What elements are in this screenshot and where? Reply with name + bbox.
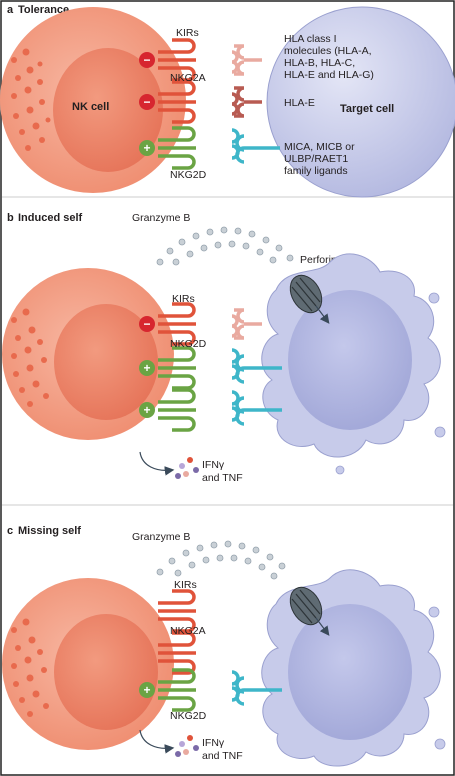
ligand-label-line: MICA, MICB or bbox=[284, 141, 355, 153]
inhibitory-signal-icon bbox=[139, 316, 155, 332]
nk-cell-label: NK cell bbox=[72, 101, 109, 113]
nkg2d-label: NKG2D bbox=[170, 338, 207, 350]
ligand-label-line: HLA class I bbox=[284, 33, 337, 45]
nk-granules bbox=[11, 48, 51, 151]
panel-b-letter: b bbox=[7, 212, 14, 224]
cytokine-label: and TNF bbox=[202, 750, 243, 762]
nkg2a-receptor bbox=[158, 80, 196, 124]
target-nucleus bbox=[288, 604, 412, 740]
nkg2d-ligand bbox=[231, 128, 280, 164]
panel-a-letter: a bbox=[7, 4, 14, 16]
nkg2a-label: NKG2A bbox=[170, 625, 206, 637]
cytokine-label: IFNγ bbox=[202, 459, 225, 471]
ligand-label-line: ULBP/RAET1 bbox=[284, 153, 348, 165]
cytokine-label: and TNF bbox=[202, 472, 243, 484]
nkg2d-label: NKG2D bbox=[170, 169, 207, 181]
cytokine-particles bbox=[175, 457, 199, 479]
ligand-label-line: molecules (HLA-A, bbox=[284, 45, 372, 57]
perforin-pore-icon bbox=[289, 274, 330, 324]
hla-e-ligand bbox=[231, 86, 262, 118]
nkg2d-sign: + bbox=[143, 361, 150, 375]
granzyme-label: Granzyme B bbox=[132, 212, 190, 224]
inhibitory-signal-icon bbox=[139, 94, 155, 110]
nkg2a-receptor bbox=[158, 631, 196, 675]
nkg2d-label: NKG2D bbox=[170, 710, 207, 722]
kir-receptor bbox=[158, 38, 196, 82]
ligand-label-line: HLA-E bbox=[284, 97, 315, 109]
cytokine-release-arrow bbox=[139, 729, 175, 754]
nkg2d-receptor bbox=[158, 126, 196, 170]
nkg2d-sign: + bbox=[143, 403, 150, 417]
kir-sign: − bbox=[143, 53, 150, 67]
nkg2d-receptor bbox=[158, 668, 196, 712]
activating-signal-icon bbox=[139, 140, 155, 156]
nk-granules bbox=[11, 308, 49, 407]
perforin-label: Perforin bbox=[300, 254, 337, 266]
target-cell-label: Target cell bbox=[340, 103, 394, 115]
nkg2d-receptor bbox=[158, 346, 196, 390]
hla-ligand bbox=[231, 308, 262, 340]
nkg2d-ligand bbox=[231, 670, 282, 706]
kir-label: KIRs bbox=[174, 579, 197, 591]
kir-receptor bbox=[158, 302, 196, 346]
activating-signal-icon bbox=[139, 402, 155, 418]
nkg2a-sign: − bbox=[143, 95, 150, 109]
activating-signal-icon bbox=[139, 682, 155, 698]
panel-a-title: Tolerance bbox=[18, 4, 69, 16]
granzyme-granules bbox=[156, 540, 286, 580]
cytokine-label: IFNγ bbox=[202, 737, 225, 749]
kir-receptor bbox=[158, 589, 196, 633]
panel-c: c Missing self Granzyme B bbox=[2, 525, 446, 767]
panel-c-title: Missing self bbox=[18, 525, 81, 537]
nkg2d-ligand bbox=[231, 348, 282, 384]
nk-granules bbox=[11, 618, 49, 717]
nk-nucleus bbox=[54, 304, 158, 420]
granzyme-label: Granzyme B bbox=[132, 531, 190, 543]
panel-a: a Tolerance Target cell NK cell − KIRs bbox=[0, 4, 455, 198]
inhibitory-signal-icon bbox=[139, 52, 155, 68]
nkg2d-ligand bbox=[231, 390, 282, 426]
nk-nucleus bbox=[53, 48, 163, 172]
ligand-label-line: family ligands bbox=[284, 165, 348, 177]
perforin-pore-icon bbox=[289, 586, 330, 636]
nkg2d-sign: + bbox=[143, 141, 150, 155]
cytokine-release-arrow bbox=[139, 451, 175, 476]
kir-label: KIRs bbox=[172, 293, 195, 305]
kir-sign: − bbox=[143, 317, 150, 331]
target-cell bbox=[266, 6, 455, 198]
nkg2d-receptor bbox=[158, 388, 196, 432]
kir-label: KIRs bbox=[176, 27, 199, 39]
nkg2d-sign: + bbox=[143, 683, 150, 697]
ligand-label-line: HLA-B, HLA-C, bbox=[284, 57, 355, 69]
nk-nucleus bbox=[54, 614, 158, 730]
nkg2a-label: NKG2A bbox=[170, 72, 206, 84]
panel-b: b Induced self Granzyme B Perforin bbox=[2, 212, 446, 484]
activating-signal-icon bbox=[139, 360, 155, 376]
granzyme-granules bbox=[156, 226, 294, 266]
target-nucleus bbox=[288, 290, 412, 430]
hla-class-i-ligand bbox=[231, 44, 262, 76]
panel-b-title: Induced self bbox=[18, 212, 83, 224]
ligand-label-line: HLA-E and HLA-G) bbox=[284, 69, 374, 81]
panel-c-letter: c bbox=[7, 525, 13, 537]
cytokine-particles bbox=[175, 735, 199, 757]
